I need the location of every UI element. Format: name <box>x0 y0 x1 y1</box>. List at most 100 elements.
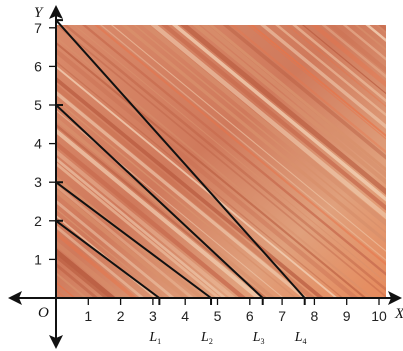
grain-streak <box>121 25 386 244</box>
origin-label: O <box>38 305 49 321</box>
grain-streak <box>321 25 386 79</box>
grain-streak <box>56 199 176 298</box>
x-axis-left-arrow <box>8 291 22 305</box>
x-tick-label: 5 <box>214 308 222 324</box>
grain-streak <box>56 240 126 298</box>
y-tick-label: 4 <box>34 136 42 152</box>
grain-streak <box>73 25 386 283</box>
grain-streak <box>56 248 117 298</box>
grain-streak <box>56 254 110 298</box>
grain-streak <box>110 25 386 252</box>
grain-streak <box>56 36 374 298</box>
line-segment <box>55 181 212 299</box>
line-labels: L1 L2 L3 L4 <box>148 330 306 346</box>
grain-streak <box>99 25 386 262</box>
grain-streak <box>230 25 386 154</box>
grain-streak <box>56 149 237 298</box>
grain-streak <box>56 41 367 298</box>
x-tick-label: 8 <box>311 308 319 324</box>
x-tick-label: 6 <box>246 308 254 324</box>
grain-streak <box>342 25 386 61</box>
grain-streak <box>260 25 386 129</box>
grain-streak <box>56 271 88 298</box>
y-tick-label: 5 <box>34 97 42 113</box>
grain-streak <box>141 25 386 227</box>
line-end-marker <box>255 297 264 305</box>
line-end-marker <box>204 297 213 305</box>
grain-streak <box>56 230 138 298</box>
y-tick-label: 1 <box>34 251 42 267</box>
x-tick-label: 2 <box>117 308 125 324</box>
grain-streak <box>56 262 99 298</box>
x-tick-label: 3 <box>149 308 157 324</box>
axis-ticks: 1 2 3 4 5 6 7 8 9 10 1 2 3 4 5 6 7 <box>34 20 387 324</box>
grain-streak <box>150 25 386 220</box>
grain-streak <box>179 25 386 195</box>
line-segment <box>55 219 160 299</box>
y-axis-down-arrow <box>49 335 63 349</box>
grain-streak <box>192 25 386 185</box>
line-label-subscript: 3 <box>261 337 265 346</box>
y-tick-label: 6 <box>34 58 42 74</box>
line-segment <box>55 104 264 299</box>
x-tick-label: 9 <box>343 308 351 324</box>
wood-background <box>56 0 403 330</box>
grain-streak <box>56 188 190 298</box>
grain-streak <box>171 25 386 202</box>
grain-streak <box>56 208 166 298</box>
grain-streak <box>56 116 276 298</box>
line-segment <box>55 19 306 299</box>
grain-streak <box>398 0 403 330</box>
x-tick-label: 10 <box>371 308 387 324</box>
grain-streak <box>200 25 386 178</box>
x-tick-label: 4 <box>181 308 189 324</box>
grain-streak <box>292 25 386 103</box>
grain-streak <box>247 25 386 140</box>
grain-streak <box>56 183 195 298</box>
x-axis-right-arrow <box>388 291 402 305</box>
grain-streak <box>56 90 308 298</box>
grain-streak <box>56 224 145 298</box>
grain-streak <box>56 109 285 298</box>
grain-streak <box>56 76 325 298</box>
line-end-marker <box>297 297 306 305</box>
grain-streak <box>56 48 359 298</box>
line-label-subscript: 2 <box>209 337 213 346</box>
grain-streak <box>222 25 386 160</box>
line-label: L4 <box>294 330 307 346</box>
grain-streak <box>56 161 222 298</box>
grain-streak <box>63 25 386 292</box>
grain-streak <box>133 25 386 234</box>
grain-streak <box>56 175 205 298</box>
grain-streak <box>161 25 386 211</box>
grain-streak <box>56 140 247 298</box>
grain-streak <box>327 25 386 73</box>
grain-streak <box>286 25 386 108</box>
line-label-subscript: 1 <box>157 337 161 346</box>
grain-streak <box>56 60 344 298</box>
grain-streak <box>250 25 386 137</box>
y-tick-label: 3 <box>34 174 42 190</box>
x-tick-label: 1 <box>84 308 92 324</box>
line-label: L3 <box>252 330 265 346</box>
grain-streak <box>56 25 386 298</box>
grain-streak <box>56 99 297 298</box>
grain-streak <box>275 25 386 117</box>
grain-streak <box>56 156 227 298</box>
line-label: L1 <box>148 330 161 346</box>
line-label: L2 <box>200 330 213 346</box>
line-label-subscript: 4 <box>303 337 307 346</box>
grain-streak <box>310 25 386 88</box>
x-tick-label: 7 <box>278 308 286 324</box>
grain-streak <box>56 65 338 298</box>
grain-streak <box>94 25 386 266</box>
y-tick-label: 7 <box>34 20 42 36</box>
grain-streak <box>56 128 262 298</box>
grain-streak <box>208 25 386 172</box>
y-tick-label: 2 <box>34 213 42 229</box>
grain-streak <box>302 25 386 95</box>
y-axis-up-arrow <box>49 5 63 19</box>
grain-streak <box>82 25 386 276</box>
